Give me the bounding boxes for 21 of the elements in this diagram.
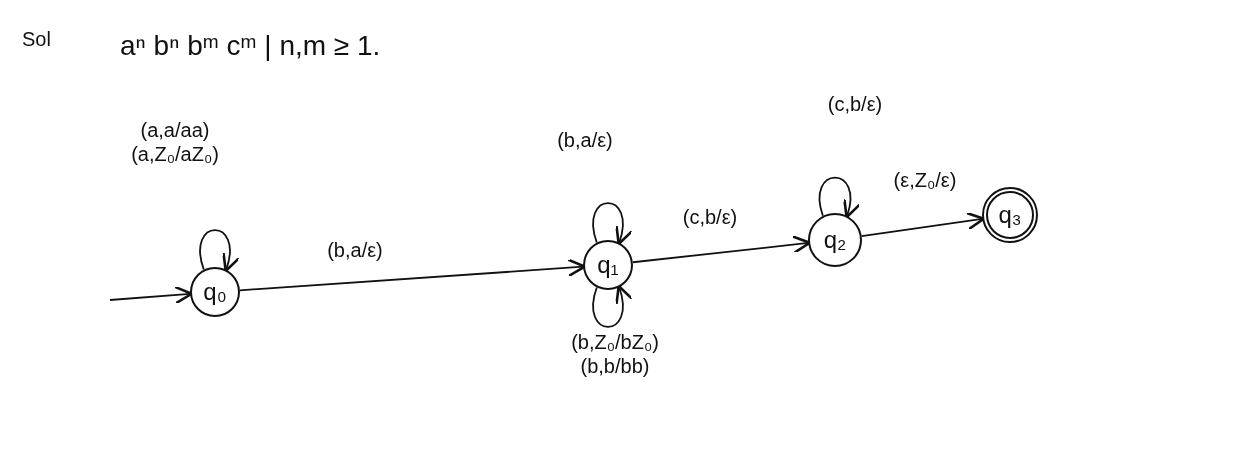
edge-label: (b,a/ε) — [556, 128, 614, 152]
self-loop-arrow — [199, 229, 240, 273]
edge-label: (c,b/ε) — [826, 92, 884, 116]
state-name: q₃ — [998, 201, 1022, 229]
edge-label: (c,b/ε) — [681, 205, 739, 229]
state-name: q₂ — [823, 226, 847, 254]
state-circle — [808, 213, 862, 267]
state-circle — [583, 240, 633, 290]
state-name: q₁ — [597, 251, 619, 279]
edge-label: (a,a/aa) (a,Z₀/aZ₀) — [130, 118, 220, 166]
self-loop-arrow — [592, 284, 633, 328]
language-title: aⁿ bⁿ bᵐ cᵐ | n,m ≥ 1. — [120, 30, 381, 62]
self-loop-arrow — [592, 202, 633, 246]
final-state-circle — [982, 187, 1038, 243]
note-label: Sol — [22, 28, 51, 51]
edge-label: (ε,Z₀/ε) — [892, 168, 958, 192]
edge-label: (b,a/ε) — [326, 238, 384, 262]
self-loop-arrow — [818, 176, 860, 219]
state-circle — [190, 267, 240, 317]
edge-label: (b,Z₀/bZ₀) (b,b/bb) — [570, 330, 660, 378]
state-name: q₀ — [203, 278, 227, 306]
